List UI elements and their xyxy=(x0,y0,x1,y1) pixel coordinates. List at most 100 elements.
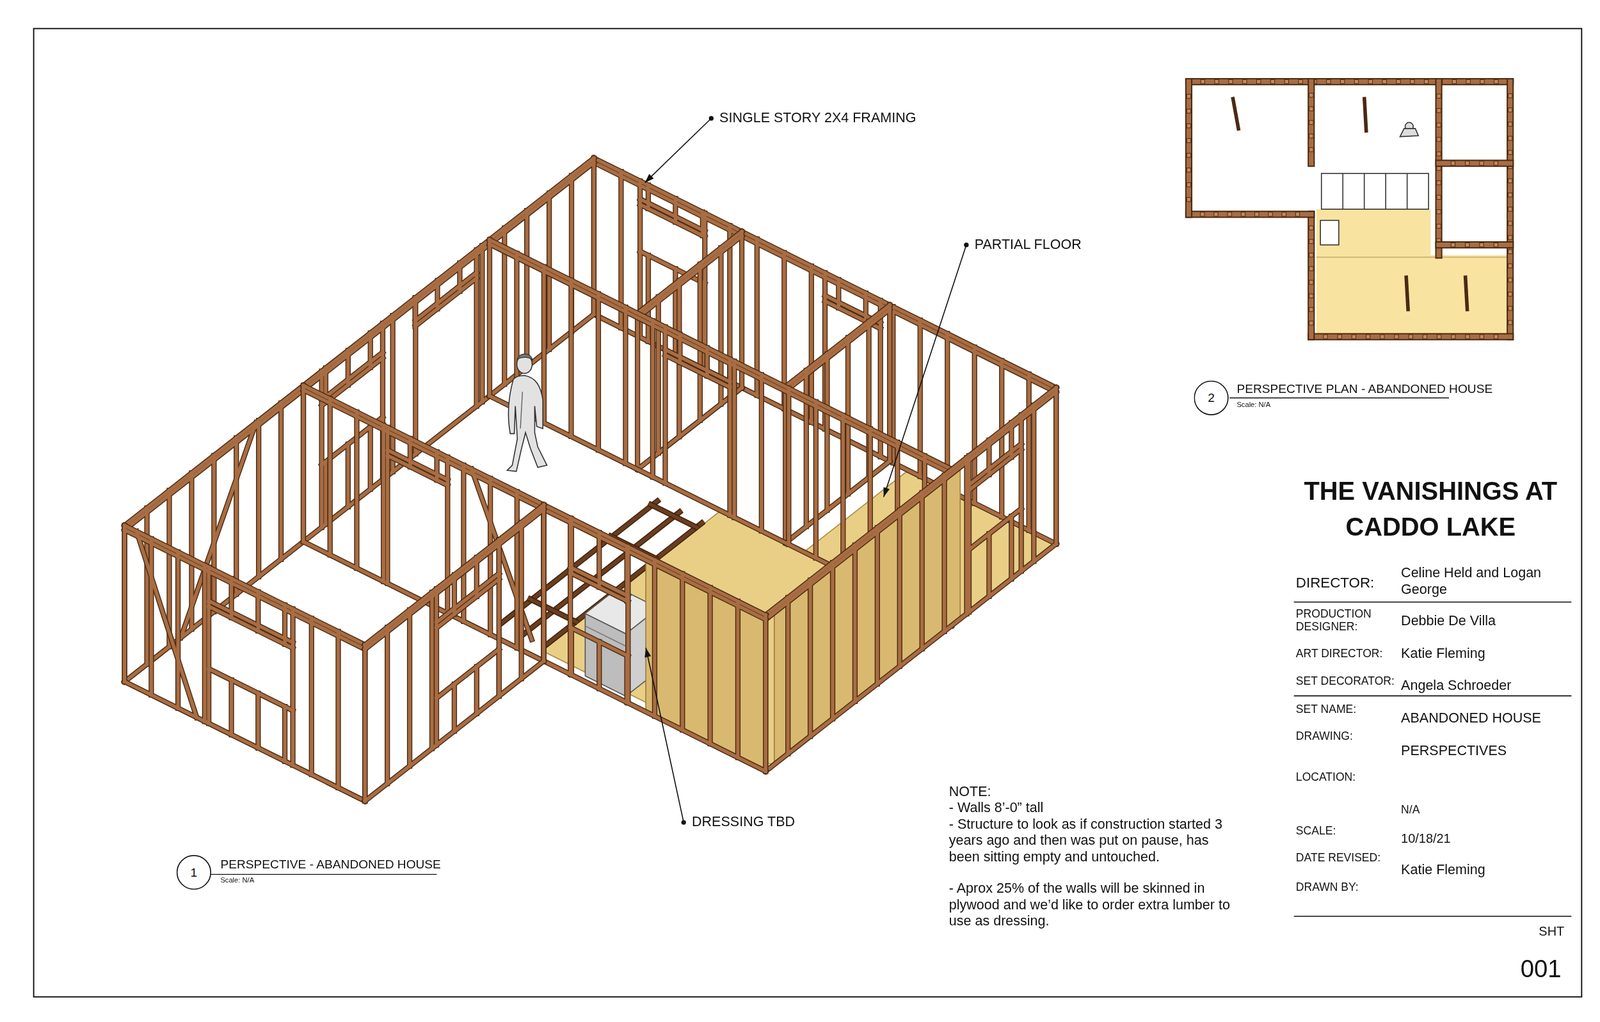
lumber-2x4 xyxy=(825,353,829,511)
lumber-2x4 xyxy=(474,666,479,714)
lumber-edge xyxy=(309,618,315,775)
lumber-2x4 xyxy=(328,398,332,555)
lumber-edge xyxy=(353,412,360,569)
plan-stud xyxy=(1382,79,1387,84)
lumber-edge xyxy=(364,509,544,650)
plan-stud xyxy=(1186,94,1191,98)
lumber-2x4 xyxy=(759,375,763,532)
lumber-2x4 xyxy=(430,592,434,749)
lumber-2x4 xyxy=(1032,405,1036,562)
plan-stud xyxy=(1508,221,1513,226)
lumber-2x4 xyxy=(853,545,857,702)
lumber-edge xyxy=(622,307,628,464)
plan-stud xyxy=(1309,93,1314,98)
plan-stud xyxy=(1337,334,1342,339)
plan-stud xyxy=(1422,334,1427,339)
view-scale: Scale: N/A xyxy=(220,876,255,886)
lumber-2x4 xyxy=(596,293,600,450)
plan-stud xyxy=(1396,79,1401,84)
lumber-edge xyxy=(208,668,293,711)
lumber-2x4 xyxy=(323,462,328,525)
sheet-border xyxy=(33,28,1583,998)
leader-arrowhead xyxy=(645,174,655,184)
lumber-edge xyxy=(785,388,792,545)
plan-wall-edge xyxy=(1188,78,1510,86)
plan-stud xyxy=(1508,178,1513,183)
plan-stud xyxy=(1228,79,1233,84)
lumber-2x4 xyxy=(415,278,477,327)
lumber-edge xyxy=(321,352,383,401)
plan-stud xyxy=(1268,212,1273,217)
lumber-edge xyxy=(1031,405,1037,562)
lumber-2x4 xyxy=(321,352,383,401)
lumber-2x4 xyxy=(136,531,197,719)
plan-stud xyxy=(1309,225,1314,230)
plan-cabinet xyxy=(1320,220,1339,245)
lumber-2x4 xyxy=(368,426,372,490)
figure-detail xyxy=(520,391,523,429)
lumber-2x4 xyxy=(664,355,730,388)
lumber-edge xyxy=(1026,374,1032,531)
lumber-edge xyxy=(451,684,457,731)
plan-stud xyxy=(1240,212,1245,217)
lumber-2x4 xyxy=(968,444,1022,486)
view-title-underline xyxy=(209,874,437,875)
lumber-edge xyxy=(368,426,374,490)
lumber-2x4 xyxy=(624,307,628,464)
lumber-2x4 xyxy=(363,645,367,802)
view-scale: Scale: N/A xyxy=(1236,401,1271,410)
plan-wall xyxy=(1188,211,1311,217)
plan-stud xyxy=(1270,79,1275,84)
lumber-edge xyxy=(228,680,234,735)
plan-stud xyxy=(1309,280,1314,285)
lumber-edge xyxy=(762,615,768,772)
lumber-edge xyxy=(762,615,768,772)
lumber-edge xyxy=(919,492,925,649)
lumber-2x4 xyxy=(346,444,350,507)
plan-stud xyxy=(1186,138,1191,143)
lumber-2x4 xyxy=(301,385,305,542)
lumber-2x4 xyxy=(480,245,484,402)
lumber-edge xyxy=(487,478,493,635)
plan-stud xyxy=(1295,212,1300,217)
lumber-2x4 xyxy=(650,320,655,477)
lumber-2x4 xyxy=(124,525,366,646)
lumber-edge xyxy=(785,309,890,392)
plan-stud xyxy=(1508,320,1513,325)
lumber-2x4 xyxy=(488,478,492,635)
plan-wall-edge xyxy=(1438,160,1511,168)
lumber-edge xyxy=(364,504,544,646)
sheet-title: THE VANISHINGS AT CADDO LAKE xyxy=(1303,473,1559,546)
lumber-2x4 xyxy=(355,412,359,569)
lumber-edge xyxy=(415,278,477,327)
lumber-edge xyxy=(362,645,368,802)
lumber-edge xyxy=(830,562,836,719)
lumber-edge xyxy=(640,199,705,232)
lumber-edge xyxy=(124,529,366,650)
plan-stud xyxy=(1465,334,1470,339)
plan-stud xyxy=(1450,161,1455,166)
callout-circle: 1 xyxy=(176,855,212,890)
plan-stud xyxy=(1493,334,1498,339)
plan-stud xyxy=(1508,94,1513,98)
plan-joist xyxy=(1406,173,1408,210)
plan-wall xyxy=(1436,81,1441,256)
plan-wall xyxy=(1188,79,1510,84)
plan-stud xyxy=(1351,334,1356,339)
lumber-edge xyxy=(122,525,128,682)
plan-stud xyxy=(1436,108,1441,113)
plan-stud xyxy=(1493,161,1498,166)
view-title: PERSPECTIVE PLAN - ABANDONED HOUSE xyxy=(1236,381,1493,396)
plan-stud xyxy=(1508,207,1513,212)
lumber-2x4 xyxy=(208,668,293,711)
wall-frame xyxy=(364,504,544,802)
lumber-2x4 xyxy=(497,540,501,697)
lumber-edge xyxy=(436,648,500,699)
lumber-2x4 xyxy=(407,609,411,767)
plan-wall-edge xyxy=(1307,214,1315,337)
plan-brace xyxy=(1406,275,1408,312)
lumber-edge xyxy=(175,552,181,709)
lumber-edge xyxy=(496,540,502,697)
plan-stud xyxy=(1255,212,1259,217)
